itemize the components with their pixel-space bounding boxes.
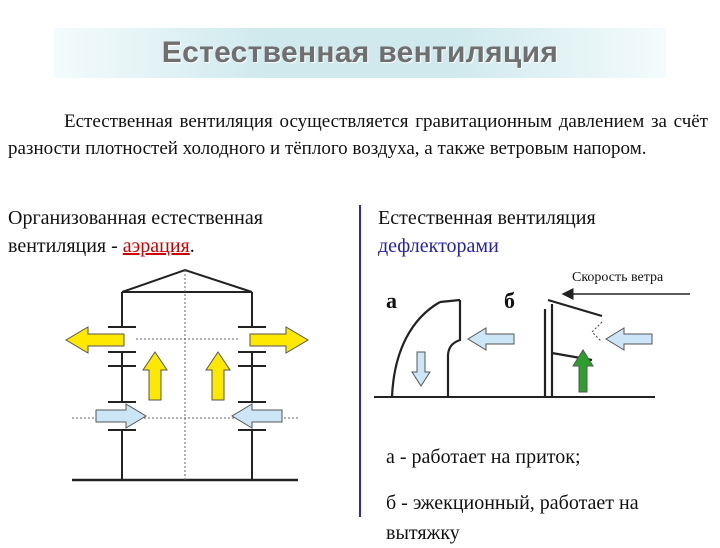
deflector-heading: Естественная вентиляция дефлекторами bbox=[378, 204, 708, 260]
deflector-a-label: а bbox=[386, 288, 397, 313]
aeration-guides bbox=[72, 270, 298, 482]
deflector-a bbox=[390, 298, 462, 398]
deflector-heading-term: дефлекторами bbox=[378, 235, 499, 257]
updraft-arrow-right bbox=[205, 351, 231, 401]
deflector-a-down-arrow bbox=[411, 351, 431, 387]
page-title: Естественная вентиляция bbox=[161, 36, 559, 69]
aeration-heading-text: Организованная естественная вентиляция - bbox=[8, 207, 263, 257]
intro-paragraph: Естественная вентиляция осуществляется г… bbox=[8, 111, 708, 159]
outflow-arrow-left bbox=[65, 326, 125, 354]
deflector-b-label: б bbox=[504, 288, 515, 313]
inflow-arrow-right bbox=[231, 403, 283, 429]
deflector-b-wind-arrow bbox=[605, 327, 653, 351]
column-divider bbox=[359, 205, 361, 517]
deflector-heading-line1: Естественная вентиляция bbox=[378, 207, 596, 229]
aeration-heading-suffix: . bbox=[189, 235, 195, 257]
deflector-b bbox=[543, 298, 603, 397]
deflector-a-wind-arrow bbox=[467, 327, 515, 351]
note-a: а - работает на приток; bbox=[386, 446, 581, 468]
deflector-b-dashed bbox=[591, 321, 603, 343]
title-banner: Естественная вентиляция bbox=[54, 28, 666, 78]
deflector-b-up-arrow bbox=[572, 349, 594, 393]
aeration-term: аэрация bbox=[122, 235, 190, 257]
wind-speed-label: Скорость ветра bbox=[572, 270, 664, 285]
note-b: б - эжекционный, работает на вытяжку bbox=[386, 492, 639, 544]
outflow-arrow-right bbox=[249, 326, 309, 354]
updraft-arrow-left bbox=[142, 351, 168, 401]
inflow-arrow-left bbox=[95, 403, 147, 429]
aeration-heading: Организованная естественная вентиляция -… bbox=[8, 204, 338, 260]
